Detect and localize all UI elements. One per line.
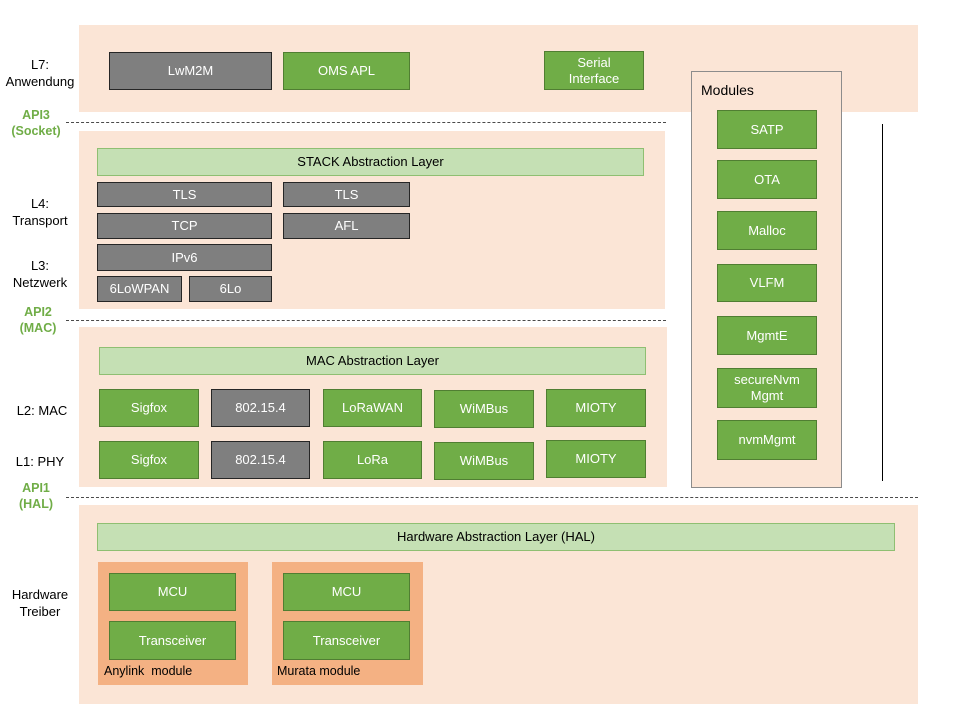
anylink-transceiver-box: Transceiver (109, 621, 236, 660)
l1-802154-box: 802.15.4 (211, 441, 310, 479)
l2-mioty-box: MIOTY (546, 389, 646, 427)
tcp-box: TCP (97, 213, 272, 239)
api1-label: API1 (HAL) (18, 481, 53, 511)
layer-label-l7: L7: Anwendung (5, 57, 75, 89)
l2-sigfox-box: Sigfox (99, 389, 199, 427)
serial-interface-box: Serial Interface (544, 51, 644, 90)
layer-label-l3: L3: Netzwerk (12, 258, 68, 290)
tls-box-2: TLS (283, 182, 410, 207)
module-satp-box: SATP (717, 110, 817, 149)
l1-lora-box: LoRa (323, 441, 422, 479)
tls-box-1: TLS (97, 182, 272, 207)
oms-apl-box: OMS APL (283, 52, 410, 90)
l2-wimbus-box: WiMBus (434, 390, 534, 428)
l1-mioty-box: MIOTY (546, 440, 646, 478)
lwm2m-box: LwM2M (109, 52, 272, 90)
l1-sigfox-box: Sigfox (99, 441, 199, 479)
modules-title: Modules (701, 82, 754, 98)
anylink-module-caption: Anylink module (104, 664, 193, 678)
module-malloc-box: Malloc (717, 211, 817, 250)
murata-mcu-box: MCU (283, 573, 410, 611)
module-mgmte-box: MgmtE (717, 316, 817, 355)
api2-label: API2 (MAC) (19, 305, 57, 335)
module-nvmmgmt-box: nvmMgmt (717, 420, 817, 460)
vertical-divider-line (882, 124, 883, 481)
anylink-mcu-box: MCU (109, 573, 236, 611)
mac-abstraction-layer: MAC Abstraction Layer (99, 347, 646, 375)
api2-separator (66, 320, 666, 321)
6lowpan-box: 6LoWPAN (97, 276, 182, 302)
murata-transceiver-box: Transceiver (283, 621, 410, 660)
layer-label-l1: L1: PHY (15, 453, 65, 469)
module-vlfm-box: VLFM (717, 264, 817, 302)
module-ota-box: OTA (717, 160, 817, 199)
layer-label-l2: L2: MAC (16, 402, 68, 418)
murata-module-caption: Murata module (277, 664, 361, 678)
layer-label-hardware: Hardware Treiber (11, 587, 69, 619)
api1-separator (66, 497, 918, 498)
api3-label: API3 (Socket) (11, 108, 61, 138)
6lo-box: 6Lo (189, 276, 272, 302)
l2-802154-box: 802.15.4 (211, 389, 310, 427)
afl-box: AFL (283, 213, 410, 239)
l2-lorawan-box: LoRaWAN (323, 389, 422, 427)
api3-separator (66, 122, 666, 123)
l1-wimbus-box: WiMBus (434, 442, 534, 480)
stack-abstraction-layer: STACK Abstraction Layer (97, 148, 644, 176)
layer-label-l4: L4: Transport (12, 196, 68, 228)
module-securenvm-mgmt-box: secureNvm Mgmt (717, 368, 817, 408)
hal-abstraction-layer: Hardware Abstraction Layer (HAL) (97, 523, 895, 551)
ipv6-box: IPv6 (97, 244, 272, 271)
